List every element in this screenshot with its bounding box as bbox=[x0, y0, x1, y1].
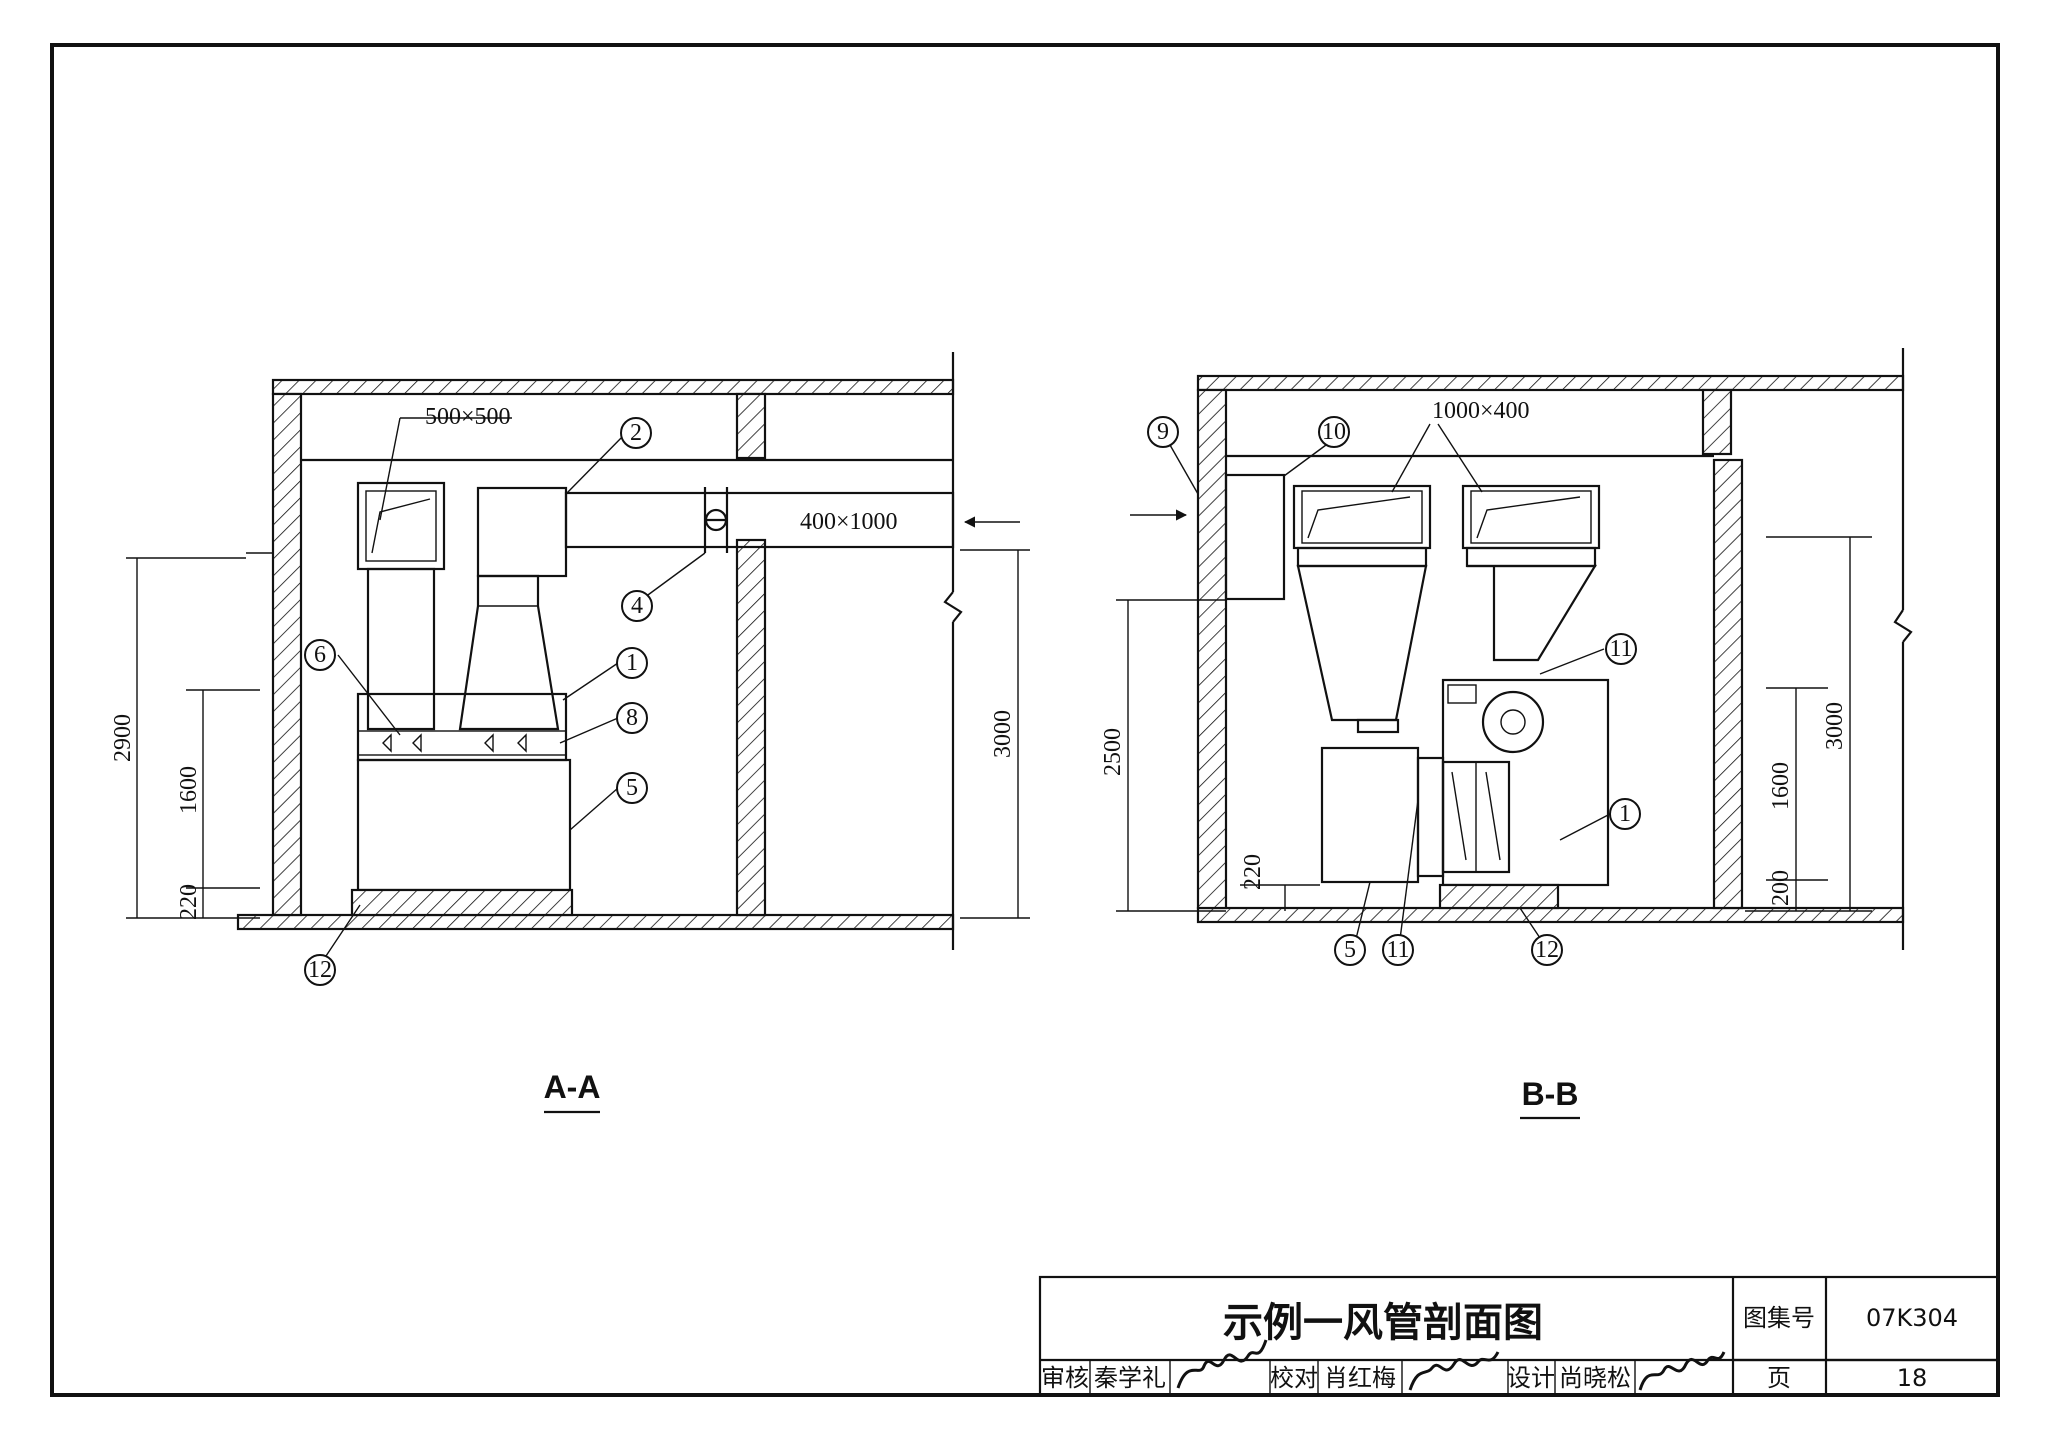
bb-callout-5: 5 bbox=[1334, 934, 1366, 966]
section-aa: 2900 1600 220 3000 500×500 400×1000 2 4 … bbox=[110, 352, 1030, 1114]
bb-callout-10: 10 bbox=[1318, 416, 1350, 448]
atlas-number: 07K304 bbox=[1866, 1304, 1958, 1332]
bb-callout-12: 12 bbox=[1531, 934, 1563, 966]
page-number: 18 bbox=[1897, 1364, 1928, 1392]
check-label: 校对 bbox=[1270, 1364, 1318, 1392]
bb-callout-9: 9 bbox=[1147, 416, 1179, 448]
aa-duct-400x1000 bbox=[564, 491, 955, 549]
bb-callout-1: 1 bbox=[1609, 798, 1641, 830]
aa-base-12 bbox=[350, 888, 574, 917]
sheet-title: 示例一风管剖面图 bbox=[1223, 1301, 1543, 1345]
svg-text:12: 12 bbox=[308, 957, 332, 983]
aa-unit-5 bbox=[356, 758, 572, 892]
svg-text:12: 12 bbox=[1535, 937, 1559, 963]
design-label: 设计 bbox=[1507, 1364, 1555, 1392]
aa-callout-2: 2 bbox=[620, 417, 652, 449]
svg-text:5: 5 bbox=[626, 775, 638, 801]
bb-section-label: B-B bbox=[1522, 1076, 1579, 1112]
bb-inlet-box bbox=[1224, 473, 1286, 601]
designer-name: 尚晓松 bbox=[1559, 1364, 1631, 1392]
bb-right-riser bbox=[1467, 564, 1597, 662]
bb-base-12 bbox=[1438, 883, 1560, 910]
svg-text:5: 5 bbox=[1344, 937, 1356, 963]
svg-text:8: 8 bbox=[626, 705, 638, 731]
svg-text:11: 11 bbox=[1386, 937, 1409, 963]
svg-text:2: 2 bbox=[630, 420, 642, 446]
reviewer-name: 秦学礼 bbox=[1094, 1364, 1166, 1392]
svg-text:1: 1 bbox=[626, 650, 638, 676]
checker-signature bbox=[1408, 1351, 1500, 1391]
bb-duct-head-right bbox=[1461, 484, 1601, 550]
designer-signature bbox=[1638, 1351, 1726, 1391]
svg-text:6: 6 bbox=[314, 642, 326, 668]
bb-right-wall-bottom bbox=[1712, 458, 1744, 910]
aa-dimensions: 2900 1600 220 3000 500×500 400×1000 bbox=[110, 404, 1030, 920]
aa-mid-wall-top bbox=[735, 392, 767, 460]
aa-section-label: A-A bbox=[544, 1069, 601, 1105]
aa-callout-5: 5 bbox=[616, 772, 648, 804]
bb-fan-unit-1 bbox=[1441, 678, 1610, 887]
sheet-border bbox=[50, 43, 2000, 1397]
aa-size-500: 500×500 bbox=[425, 404, 511, 430]
aa-top-slab bbox=[271, 378, 955, 396]
aa-callout-12: 12 bbox=[304, 954, 336, 986]
checker-name: 肖红梅 bbox=[1324, 1364, 1396, 1392]
bb-dim-1600: 1600 bbox=[1768, 762, 1794, 810]
review-label: 审核 bbox=[1041, 1364, 1089, 1392]
aa-cone bbox=[458, 574, 560, 731]
bb-size-1000x400: 1000×400 bbox=[1432, 398, 1530, 424]
svg-text:4: 4 bbox=[631, 593, 643, 619]
aa-leaders bbox=[319, 417, 706, 966]
page-label: 页 bbox=[1767, 1364, 1791, 1392]
bb-callout-11-bottom: 11 bbox=[1382, 934, 1414, 966]
aa-dim-2900: 2900 bbox=[110, 714, 136, 762]
aa-size-400x1000: 400×1000 bbox=[800, 509, 898, 535]
atlas-label: 图集号 bbox=[1743, 1304, 1815, 1332]
aa-dim-220: 220 bbox=[176, 884, 202, 920]
aa-duct-500-riser bbox=[366, 567, 436, 731]
bb-left-wall bbox=[1196, 388, 1228, 910]
section-bb: 2500 220 3000 1600 200 1000×400 9 10 11 … bbox=[1100, 348, 1913, 1120]
bb-dim-200: 200 bbox=[1768, 870, 1794, 906]
svg-text:1: 1 bbox=[1619, 801, 1631, 827]
aa-mid-wall-bottom bbox=[735, 538, 767, 917]
aa-left-wall bbox=[271, 392, 303, 917]
reviewer-signature bbox=[1176, 1339, 1268, 1389]
svg-text:9: 9 bbox=[1157, 419, 1169, 445]
aa-damper-vanes bbox=[382, 733, 527, 753]
aa-callout-6: 6 bbox=[304, 639, 336, 671]
svg-text:10: 10 bbox=[1322, 419, 1346, 445]
bb-right-wall-top bbox=[1701, 388, 1733, 456]
bb-dim-220: 220 bbox=[1240, 854, 1266, 890]
bb-top-slab bbox=[1196, 374, 1905, 392]
title-block: 示例一风管剖面图 图集号 07K304 页 18 审核 秦学礼 校对 肖红梅 设… bbox=[1038, 1275, 2000, 1397]
aa-callout-8: 8 bbox=[616, 702, 648, 734]
bb-unit-5 bbox=[1320, 746, 1420, 884]
bb-dim-3000: 3000 bbox=[1822, 702, 1848, 750]
bb-callout-11-top: 11 bbox=[1605, 633, 1637, 665]
bb-duct-head-left bbox=[1292, 484, 1432, 550]
aa-duct-elbow bbox=[476, 486, 568, 578]
aa-callout-1: 1 bbox=[616, 647, 648, 679]
aa-callout-4: 4 bbox=[621, 590, 653, 622]
bb-left-cone bbox=[1296, 564, 1428, 722]
svg-text:11: 11 bbox=[1609, 636, 1632, 662]
bb-dim-2500: 2500 bbox=[1100, 728, 1126, 776]
bb-leaders bbox=[1169, 444, 1611, 948]
aa-dim-3000: 3000 bbox=[990, 710, 1016, 758]
aa-duct-500-head bbox=[356, 481, 446, 571]
bb-dimensions: 2500 220 3000 1600 200 1000×400 bbox=[1100, 398, 1872, 912]
aa-dim-1600: 1600 bbox=[176, 766, 202, 814]
bb-floor-slab bbox=[1196, 906, 1905, 924]
